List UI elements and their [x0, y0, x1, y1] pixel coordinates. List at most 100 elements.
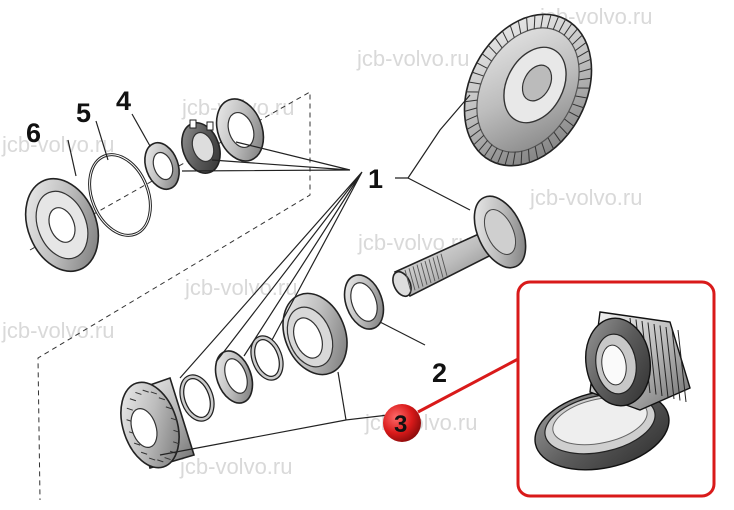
bearing-roller: [126, 407, 133, 411]
gear-tooth: [553, 132, 562, 143]
gear-tooth: [568, 111, 580, 118]
tapered-bearing-upper: [282, 292, 348, 376]
callout-6: 6: [26, 118, 41, 148]
gear-tooth: [504, 151, 510, 166]
shaft-spline: [416, 264, 424, 287]
inset-roller: [671, 328, 681, 401]
shaft-spline: [408, 268, 416, 291]
gear-tooth: [466, 122, 479, 130]
shaft-spline: [436, 255, 444, 278]
assembly-outline: [29, 91, 311, 501]
gear-tooth: [541, 142, 547, 155]
bearing-roller: [135, 391, 142, 395]
watermark-text: jcb-volvo.ru: [529, 185, 642, 210]
gear-tooth: [526, 17, 528, 31]
bearing-roller: [129, 398, 137, 402]
watermark-text: jcb-volvo.ru: [1, 318, 114, 343]
gear-tooth: [533, 15, 536, 29]
gear-tooth: [547, 137, 555, 150]
gear-tooth: [558, 19, 566, 33]
watermark-text: jcb-volvo.ru: [1, 132, 114, 157]
gear-tooth: [476, 62, 488, 69]
gear-tooth: [464, 107, 477, 112]
seal-flange-part-6: [24, 177, 100, 273]
shim-washer-part-2: [343, 274, 385, 330]
gear-tooth: [534, 146, 539, 160]
leader-lines: [67, 94, 471, 456]
gear-tooth: [552, 16, 560, 30]
shaft-spline: [412, 266, 420, 289]
gear-tooth: [468, 81, 481, 85]
gear-tooth: [577, 50, 590, 58]
gear-tooth: [512, 151, 516, 166]
gear-tooth: [520, 151, 523, 165]
slotted-nut: [181, 119, 221, 174]
gear-tooth: [571, 34, 583, 46]
bearing-roller: [173, 441, 180, 445]
gear-tooth: [575, 95, 588, 99]
gear-tooth: [465, 115, 478, 122]
highlight-pointer-line: [417, 356, 521, 414]
callout-1: 1: [368, 164, 383, 194]
gear-tooth: [472, 71, 484, 77]
bearing-roller: [173, 429, 180, 433]
gear-tooth: [540, 14, 544, 29]
gear-tooth: [578, 77, 592, 81]
bearing-roller: [164, 457, 171, 461]
gear-tooth: [579, 68, 592, 73]
callout-5: 5: [76, 98, 91, 128]
crown-wheel-gear: [463, 13, 593, 167]
bearing-race-b: [214, 350, 254, 404]
gear-tooth: [517, 20, 522, 34]
tapered-bearing-lower: [120, 376, 196, 470]
gear-tooth: [509, 25, 515, 38]
gear-tooth: [574, 42, 587, 52]
gear-tooth: [528, 149, 530, 163]
callout-2: 2: [432, 358, 447, 388]
gear-tooth: [469, 128, 482, 138]
watermark-text: jcb-volvo.ru: [184, 275, 297, 300]
spacer-ring-c: [179, 374, 215, 422]
spacer-ring-a: [250, 335, 284, 381]
callout-3-highlight-badge: [383, 404, 421, 442]
shaft-spline: [428, 259, 436, 282]
gear-tooth: [490, 147, 498, 161]
o-ring-part-5: [88, 153, 152, 237]
bearing-part-4: [144, 141, 180, 191]
bearing-roller: [157, 459, 164, 463]
callout-3: 3: [394, 411, 407, 438]
gear-tooth: [481, 53, 492, 62]
inset-roller: [659, 325, 669, 398]
inset-roller: [665, 326, 675, 400]
bearing-roller: [170, 417, 178, 421]
gear-tooth: [564, 118, 575, 127]
bearing-roller: [142, 389, 149, 393]
bearing-roller: [149, 457, 156, 461]
bearing-roller: [158, 397, 166, 401]
bearing-roller: [140, 451, 148, 455]
gear-tooth: [478, 139, 489, 152]
gear-tooth: [494, 37, 503, 48]
inset-roller: [653, 323, 663, 397]
shaft-spline: [404, 269, 412, 293]
shaft-spline: [424, 260, 432, 284]
gear-tooth: [563, 23, 573, 36]
gear-tooth: [501, 30, 509, 43]
gear-tooth: [496, 150, 504, 164]
shaft-spline: [420, 262, 428, 285]
callout-4: 4: [116, 86, 131, 116]
gear-tooth: [572, 103, 584, 109]
gear-tooth: [578, 58, 591, 65]
bearing-roller: [165, 406, 173, 410]
gear-tooth: [487, 45, 497, 55]
bearing-roller: [150, 391, 157, 395]
pinion-shaft: [392, 195, 527, 298]
gear-tooth: [473, 134, 485, 146]
gear-tooth: [559, 125, 569, 135]
watermark-text: jcb-volvo.ru: [356, 46, 469, 71]
shaft-spline: [440, 253, 448, 276]
shaft-spline: [432, 257, 440, 280]
bearing-photo-inset: [516, 280, 716, 498]
inset-roller: [677, 329, 687, 403]
